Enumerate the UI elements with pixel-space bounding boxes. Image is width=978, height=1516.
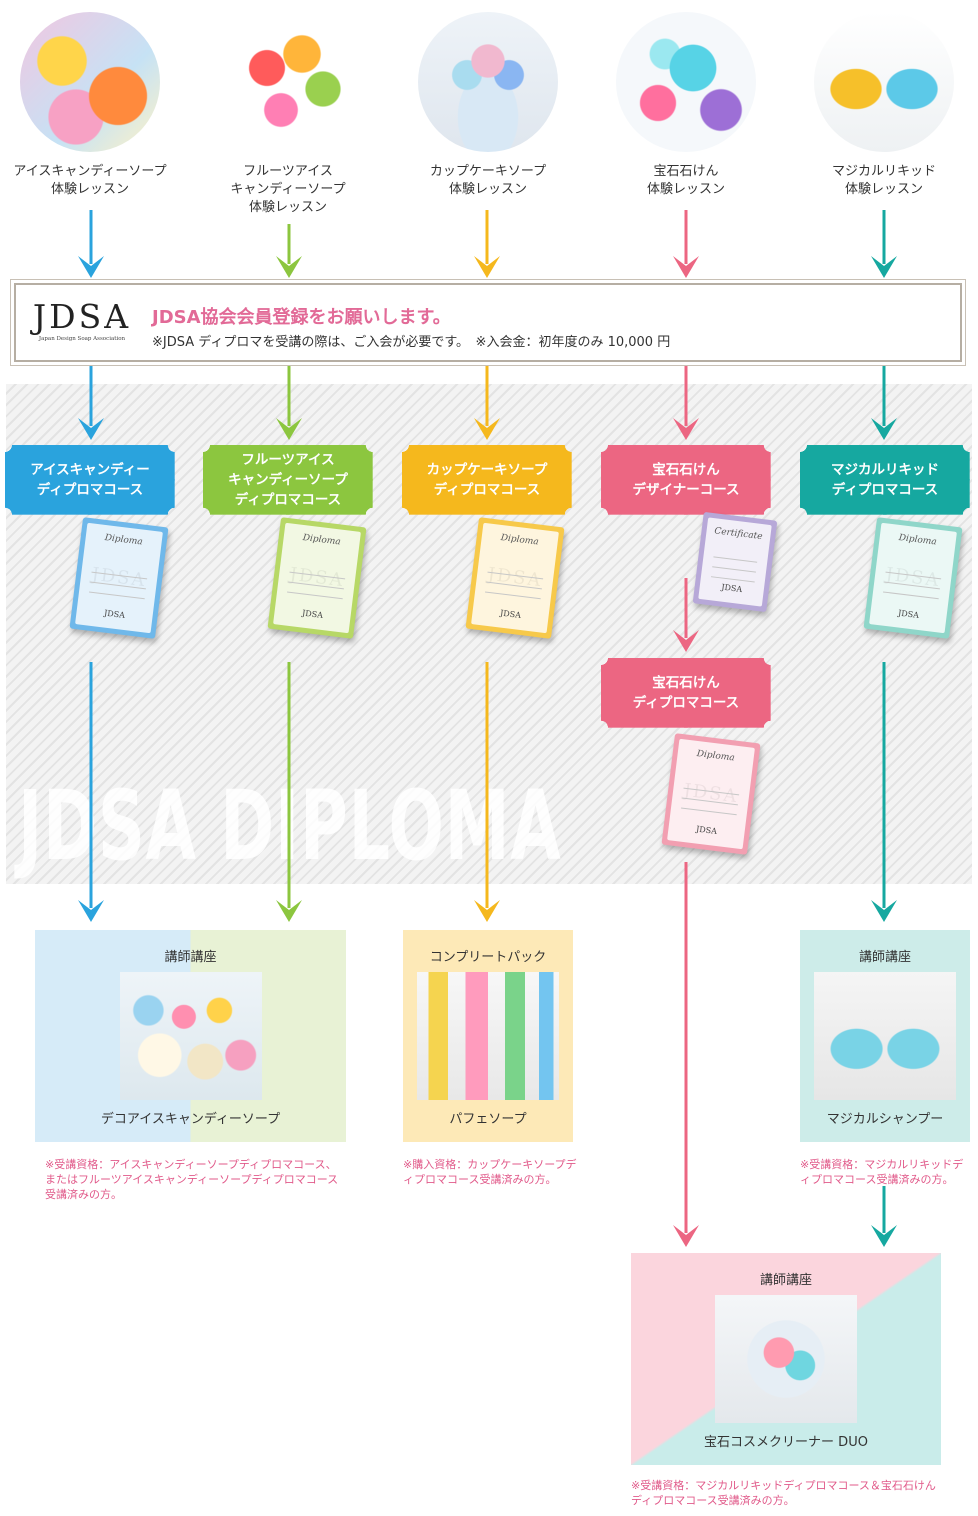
registration-banner: JDSA Japan Design Soap Association JDSA協… (14, 283, 962, 362)
arrow-ice-candy-lesson (78, 210, 104, 278)
magical-shampoo-box: 講師講座 マジカルシャンプー (800, 930, 970, 1142)
arrow-cupcake-lesson (474, 210, 500, 278)
box-caption: マジカルシャンプー (826, 1112, 944, 1127)
arrow-magical-lesson-head (871, 256, 897, 278)
arrow-gemstone-registration (673, 365, 699, 440)
arrow-fruit-registration-head (276, 418, 302, 440)
box-caption: デコアイスキャンディーソープ (100, 1112, 281, 1127)
parfait-soap-photo (417, 972, 559, 1100)
arrow-magical-to-instructor (871, 662, 897, 922)
lesson-label-gemstone: 宝石石けん 体験レッスン (646, 164, 725, 197)
complete-pack-box: コンプリートパック パフェソープ (403, 930, 573, 1142)
registration-note: ※JDSA ディプロマを受講の際は、ご入会が必要です。 ※入会金：初年度のみ 1… (152, 335, 671, 350)
lesson-label-ice-candy: アイスキャンディーソープ 体験レッスン (13, 164, 167, 197)
magical-eligibility-note: ※受講資格：マジカルリキッドディプロマコース受講済みの方。 (800, 1158, 964, 1186)
complete-eligibility-note: ※購入資格：カップケーキソープディプロマコース受講済みの方。 (403, 1158, 577, 1186)
lesson-label-cupcake: カップケーキソープ 体験レッスン (429, 164, 547, 197)
box-caption: 宝石コスメクリーナー DUO (704, 1435, 868, 1450)
arrow-magical-shampoo-to-duo-head (871, 1225, 897, 1247)
gem-cosme-cleaner-duo-box: 講師講座 宝石コスメクリーナー DUO (631, 1253, 941, 1465)
arrow-magical-to-instructor-head (871, 900, 897, 922)
arrow-fruit-to-instructor-head (276, 900, 302, 922)
arrow-magical-lesson (871, 210, 897, 278)
arrow-fruit-to-instructor (276, 662, 302, 922)
course-gemstone-designer: 宝石石けん デザイナーコース (601, 445, 771, 515)
course-cupcake-diploma: カップケーキソープ ディプロマコース (402, 445, 572, 515)
arrow-cupcake-to-complete-head (474, 900, 500, 922)
registration-title: JDSA協会会員登録をお願いします。 (152, 307, 451, 328)
arrow-designer-to-diploma (673, 578, 699, 652)
arrow-cupcake-to-complete (474, 662, 500, 922)
gemstone-soap-photo (616, 12, 756, 152)
box-title: コンプリートパック (429, 950, 547, 965)
ice-candy-soap-photo (20, 12, 160, 152)
course-magical-liquid-diploma: マジカルリキッド ディプロマコース (800, 445, 970, 515)
arrow-cupcake-registration (474, 365, 500, 440)
arrow-gemstone-registration-head (673, 418, 699, 440)
arrow-fruit-registration (276, 365, 302, 440)
arrow-gemstone-to-duo-head (673, 1225, 699, 1247)
arrow-magical-registration-head (871, 418, 897, 440)
course-fruit-ice-candy-diploma: フルーツアイス キャンディーソープ ディプロマコース (203, 445, 373, 515)
arrow-cupcake-registration-head (474, 418, 500, 440)
box-title: 講師講座 (858, 950, 911, 965)
deco-instructor-course-box: 講師講座 デコアイスキャンディーソープ (35, 930, 346, 1142)
arrow-fruit-lesson-head (276, 256, 302, 278)
box-title: 講師講座 (759, 1273, 812, 1288)
arrow-fruit-lesson (276, 224, 302, 278)
box-title: 講師講座 (164, 950, 217, 965)
jdsa-logo: JDSA Japan Design Soap Association (32, 297, 132, 343)
arrow-gemstone-lesson (673, 210, 699, 278)
magical-shampoo-photo (814, 972, 956, 1100)
lesson-label-fruit-ice-candy: フルーツアイス キャンディーソープ 体験レッスン (230, 164, 346, 215)
arrow-ice-candy-to-instructor (78, 662, 104, 922)
arrow-magical-registration (871, 365, 897, 440)
deco-eligibility-note: ※受講資格：アイスキャンディーソープディプロマコース、またはフルーツアイスキャン… (45, 1158, 339, 1201)
arrow-cupcake-lesson-head (474, 256, 500, 278)
course-gemstone-diploma: 宝石石けん ディプロマコース (601, 658, 771, 728)
arrow-gemstone-lesson-head (673, 256, 699, 278)
duo-eligibility-note: ※受講資格：マジカルリキッドディプロマコース＆宝石石けんディプロマコース受講済み… (631, 1479, 936, 1507)
lesson-label-magical-liquid: マジカルリキッド 体験レッスン (831, 164, 936, 197)
magical-liquid-photo (814, 12, 954, 152)
deco-ice-candy-soap-photo (120, 972, 262, 1100)
cupcake-soap-photo (418, 12, 558, 152)
gem-cosme-cleaner-photo (715, 1295, 857, 1423)
arrow-ice-candy-registration-head (78, 418, 104, 440)
box-caption: パフェソープ (449, 1112, 527, 1127)
arrow-ice-candy-registration (78, 365, 104, 440)
course-ice-candy-diploma: アイスキャンディー ディプロマコース (5, 445, 175, 515)
fruit-ice-candy-soap-photo (218, 12, 358, 152)
arrow-gemstone-to-duo (673, 862, 699, 1247)
arrow-designer-to-diploma-head (673, 630, 699, 652)
arrow-magical-shampoo-to-duo (871, 1186, 897, 1247)
arrow-ice-candy-lesson-head (78, 256, 104, 278)
arrow-ice-candy-to-instructor-head (78, 900, 104, 922)
